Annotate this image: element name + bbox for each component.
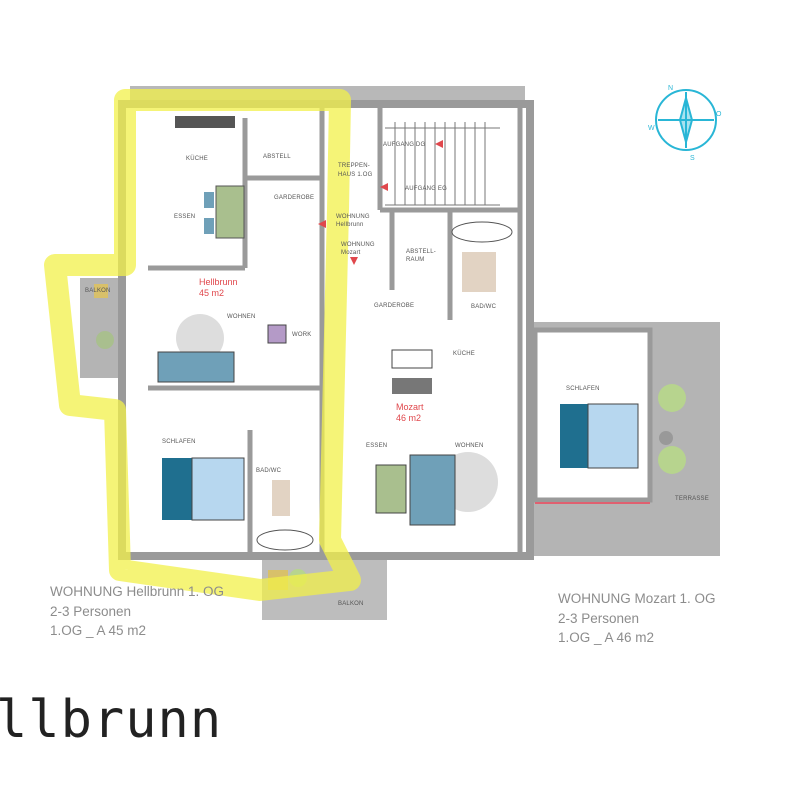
label-bath-hellbrunn: BAD/WC [256, 468, 282, 474]
label-kitchen-hellbrunn: KÜCHE [186, 155, 208, 162]
compass-w: W [648, 125, 655, 132]
label-up-eg: AUFGANG EG [405, 186, 447, 192]
label-wardrobe-mozart: GARDEROBE [374, 303, 414, 309]
caption-hellbrunn-area: 1.OG _ A 45 m2 [50, 623, 147, 638]
caption-mozart: WOHNUNG Mozart 1. OG 2-3 Personen 1.OG _… [558, 589, 716, 648]
highlight-marker [44, 89, 361, 601]
label-mozart-name: Mozart [396, 402, 424, 412]
label-entry-hellbrunn-1: WOHNUNG [336, 214, 370, 220]
label-wardrobe-hellbrunn: GARDEROBE [274, 195, 314, 201]
label-balcony-bottom: BALKON [338, 601, 364, 607]
caption-hellbrunn: WOHNUNG Hellbrunn 1. OG 2-3 Personen 1.O… [50, 582, 224, 641]
label-work: WORK [292, 332, 311, 338]
caption-mozart-title: WOHNUNG Mozart 1. OG [558, 591, 716, 606]
label-bedroom-hellbrunn: SCHLAFEN [162, 439, 196, 445]
label-bedroom-mozart: SCHLAFEN [566, 386, 600, 392]
furniture [94, 116, 686, 590]
caption-mozart-persons: 2-3 Personen [558, 610, 640, 626]
label-bath-mozart: BAD/WC [471, 304, 497, 310]
label-storage-hellbrunn: ABSTELL [263, 154, 291, 160]
label-entry-mozart-1: WOHNUNG [341, 242, 375, 248]
stairs [385, 122, 500, 206]
label-dining-mozart: ESSEN [366, 443, 387, 449]
label-living-mozart: WOHNEN [455, 443, 484, 449]
label-hellbrunn-area: 45 m2 [199, 288, 224, 298]
compass-o: O [716, 111, 722, 118]
label-terrace: TERRASSE [675, 496, 709, 502]
label-kitchen-mozart: KÜCHE [453, 350, 475, 357]
label-dining-hellbrunn: ESSEN [174, 214, 195, 220]
compass-n: N [668, 85, 673, 92]
label-mozart-area: 46 m2 [396, 413, 421, 423]
caption-mozart-area: 1.OG _ A 46 m2 [558, 630, 655, 645]
walls [148, 104, 523, 552]
title-fragment: llbrunn [0, 690, 223, 750]
compass-s: S [690, 155, 695, 162]
label-hellbrunn-name: Hellbrunn [199, 277, 238, 287]
label-stair-2: HAUS 1.OG [338, 172, 373, 178]
label-storage-mozart-2: RAUM [406, 257, 424, 263]
caption-hellbrunn-title: WOHNUNG Hellbrunn 1. OG [50, 584, 225, 599]
label-storage-mozart-1: ABSTELL- [406, 249, 436, 255]
label-living-hellbrunn: WOHNEN [227, 314, 256, 320]
label-entry-mozart-2: Mozart [341, 250, 361, 256]
arrow-icons [318, 140, 443, 265]
label-up-dg: AUFGANG DG [383, 142, 425, 148]
label-entry-hellbrunn-2: Hellbrunn [336, 222, 363, 228]
label-stair-1: TREPPEN- [338, 163, 370, 169]
label-balcony-left: BALKON [85, 288, 111, 294]
caption-hellbrunn-persons: 2-3 Personen [50, 603, 132, 619]
compass-icon [655, 89, 717, 151]
